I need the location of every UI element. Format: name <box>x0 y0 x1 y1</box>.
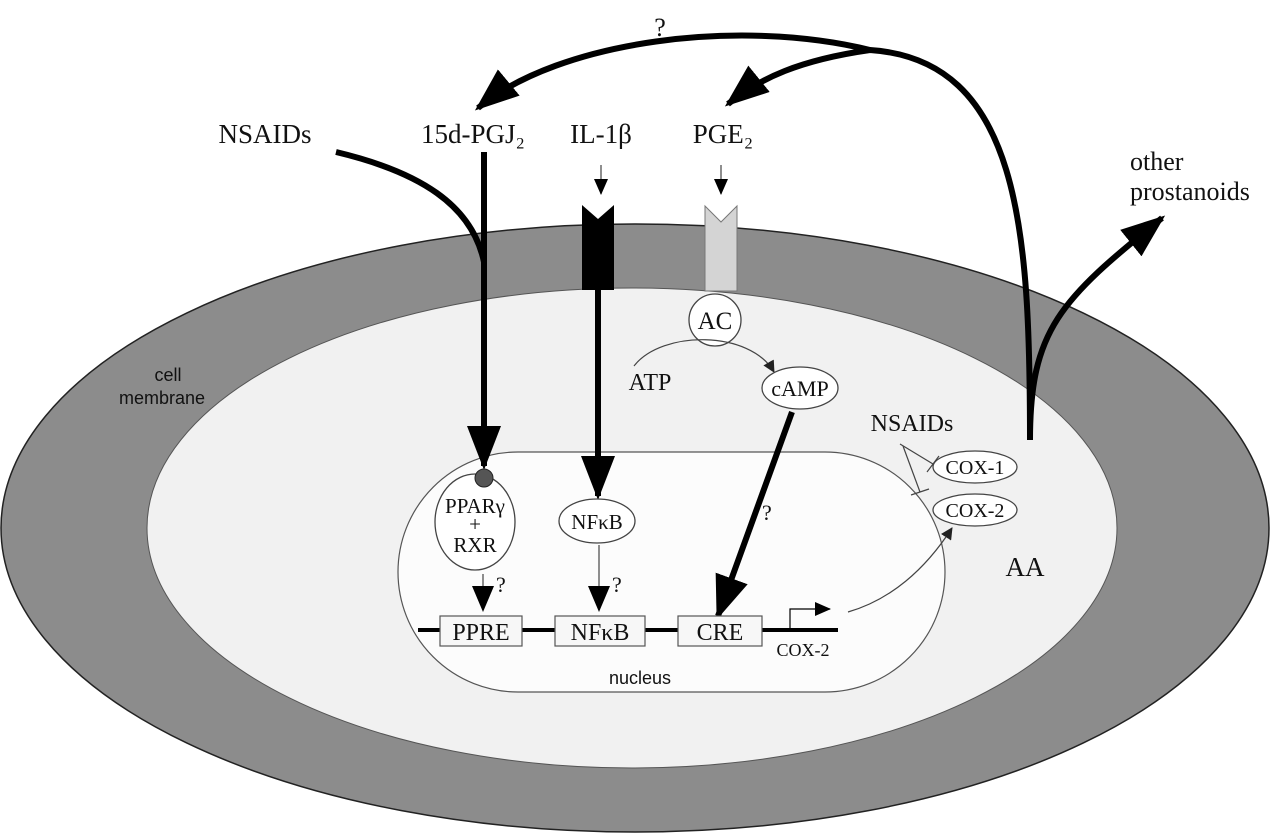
ppre-label: PPRE <box>452 620 509 646</box>
atp-label: ATP <box>629 370 672 396</box>
aa-to-pge2-arrow <box>724 46 1033 441</box>
other-label: other <box>1130 147 1184 176</box>
nfkb-element-label: NFκB <box>571 620 630 646</box>
nsaids-top-label: NSAIDs <box>218 119 311 149</box>
nfkb-factor-label: NFκB <box>571 510 622 534</box>
ac-label: AC <box>698 308 733 335</box>
question-top: ? <box>654 13 666 42</box>
aa-to-other-prostanoids-arrow <box>1027 215 1166 441</box>
nucleus-label: nucleus <box>609 668 671 688</box>
cox2-gene-label: COX-2 <box>777 640 830 660</box>
nsaids-inhibit-cox2-bar <box>910 488 930 496</box>
camp-label: cAMP <box>771 376 828 401</box>
ppre-box <box>439 615 523 647</box>
cox2-enzyme-node <box>932 493 1018 527</box>
cox1-node <box>932 450 1018 484</box>
aa-label: AA <box>1006 552 1045 582</box>
ligand-dot <box>474 468 494 488</box>
camp-node <box>761 366 839 410</box>
camp-to-cre-arrow <box>715 410 795 620</box>
cell-label: cell <box>154 365 181 385</box>
q-cre: ? <box>762 500 772 525</box>
aa-to-pgj2-arrow <box>474 32 871 111</box>
nsaids-inhibit-cox1 <box>899 443 934 465</box>
nfkb-factor-node <box>558 498 636 544</box>
nsaids-inhibit-cox2 <box>902 445 921 493</box>
ac-node <box>688 293 742 347</box>
q-nfkb: ? <box>612 572 622 597</box>
pge2-receptor <box>704 204 738 292</box>
gene-to-cox2-arrow <box>847 527 953 613</box>
q-ppre: ? <box>496 572 506 597</box>
prostanoids-label: prostanoids <box>1130 177 1250 206</box>
nfkb-element-box <box>554 615 646 647</box>
pgj2-label: 15d-PGJ₂ <box>421 119 525 149</box>
cox1-label: COX-1 <box>946 457 1005 479</box>
membrane-label: membrane <box>119 388 205 408</box>
ppar-rxr-node <box>434 473 516 571</box>
pge2-label: PGE₂ <box>693 119 753 149</box>
ppar-line2: + <box>469 512 481 536</box>
transcription-start-arrow <box>789 602 831 630</box>
ppar-line1: PPARγ <box>445 494 505 518</box>
il1b-label: IL-1β <box>570 119 632 149</box>
atp-to-camp-arrow <box>633 339 775 373</box>
cox2-enzyme-label: COX-2 <box>946 500 1005 522</box>
ppar-line3: RXR <box>453 533 496 557</box>
nsaids-right-label: NSAIDs <box>871 411 954 437</box>
il1b-receptor <box>582 205 614 290</box>
nsaids-to-ppar-arrow <box>335 149 487 263</box>
cre-label: CRE <box>697 620 744 646</box>
cre-box <box>677 615 763 647</box>
